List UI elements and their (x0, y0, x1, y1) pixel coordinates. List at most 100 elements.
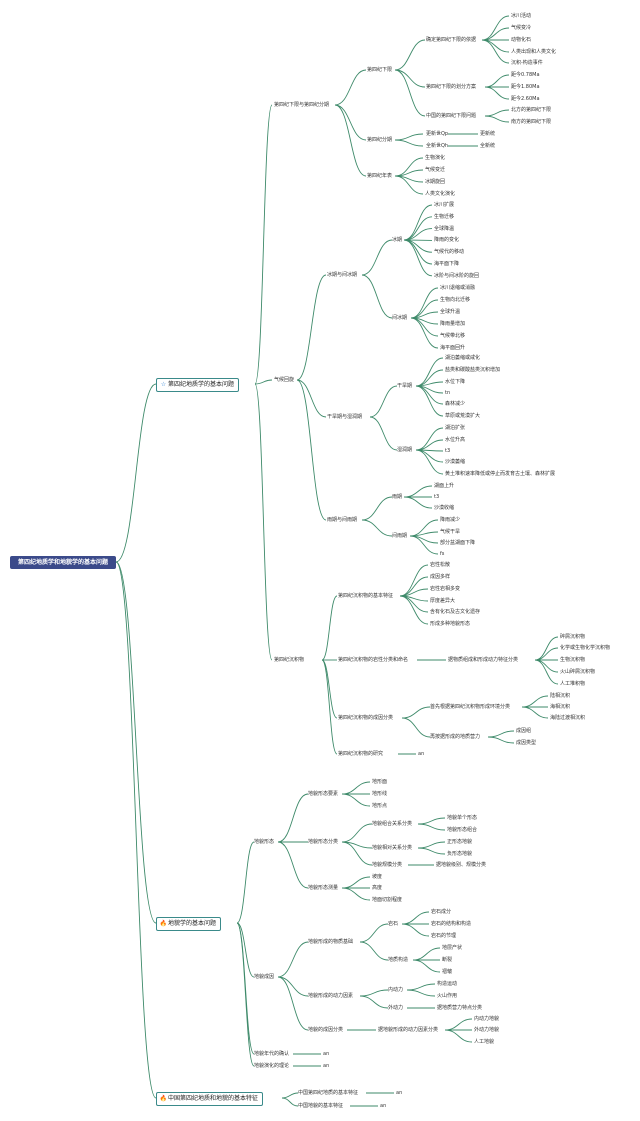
node-quaternary-sediments[interactable]: 第四纪沉积物 (274, 657, 305, 663)
leaf-sediment-feature[interactable]: 岩性岩相多变 (430, 586, 461, 592)
leaf-arid[interactable]: 湖泊萎缩或咸化 (445, 355, 481, 361)
node-morph-measure[interactable]: 地貌形态测量 (308, 885, 339, 891)
leaf-basis[interactable]: 气候变冷 (511, 25, 532, 31)
leaf-combo[interactable]: 地貌形态组合 (447, 827, 478, 833)
leaf-measure[interactable]: 坡度 (372, 874, 383, 880)
leaf-lithology[interactable]: 化学或生物化学沉积物 (560, 645, 611, 651)
node-lower-limit[interactable]: 第四纪下限 (367, 67, 393, 73)
leaf-humid[interactable]: t3 (445, 448, 451, 454)
node-dynamic-factors[interactable]: 地貌形成的动力因素 (308, 993, 354, 999)
leaf-sediment-feature[interactable]: 含有化石及古文化遗存 (430, 609, 481, 615)
leaf-arid[interactable]: tn (445, 390, 451, 396)
leaf-interrain[interactable]: fs (440, 551, 445, 557)
node-collapsed[interactable]: an (323, 1063, 330, 1069)
leaf-glacial[interactable]: 冰川扩展 (434, 202, 455, 208)
leaf-glacial[interactable]: 降雨的变化 (434, 237, 460, 244)
node-lower-limit-staging[interactable]: 第四纪下限与第四纪分期 (274, 102, 330, 108)
node-class-basis[interactable]: 据物质组成和形成动力特征分类 (448, 657, 519, 663)
leaf-scale[interactable]: 据地貌级别、规模分类 (436, 862, 487, 868)
leaf-arid[interactable]: 森林减少 (445, 401, 466, 407)
leaf-interrain[interactable]: 气候干旱 (440, 529, 461, 535)
leaf-china[interactable]: 北方的第四纪下限 (511, 107, 552, 113)
leaf-chron[interactable]: 气候变迁 (425, 167, 446, 173)
leaf-chron[interactable]: 人类文化演化 (425, 191, 456, 197)
leaf-interglacial[interactable]: 全球升温 (440, 309, 461, 315)
node-collapsed[interactable]: an (380, 1103, 387, 1109)
node-internal-force[interactable]: 内动力 (388, 987, 404, 993)
leaf-scheme[interactable]: 距今1.80Ma (511, 84, 540, 90)
node-interrain[interactable]: 间雨期 (392, 533, 408, 539)
leaf-rock[interactable]: 岩石的节理 (431, 933, 457, 939)
leaf-basis[interactable]: 沉积-构造事件 (511, 60, 543, 66)
leaf-series[interactable]: 更新统 (480, 131, 496, 137)
node-landform-genesis[interactable]: 地貌成因 (254, 974, 275, 980)
leaf-env[interactable]: 海陆过渡相沉积 (550, 715, 586, 721)
leaf-glacial[interactable]: 全球降温 (434, 225, 455, 232)
node-material-basis[interactable]: 地貌形成的物质基础 (308, 939, 354, 945)
leaf-measure[interactable]: 地面切割程度 (372, 897, 403, 903)
node-rainy[interactable]: 雨期 (392, 494, 403, 500)
leaf-agent[interactable]: 成因组 (516, 728, 532, 734)
node-landform-evolution[interactable]: 地貌演化的理论 (254, 1063, 290, 1069)
node-external-force[interactable]: 外动力 (388, 1005, 404, 1011)
node-climate-cycle[interactable]: 气候回旋 (274, 377, 295, 383)
leaf-humid[interactable]: 湖泊扩张 (445, 425, 466, 431)
branch-geomorphology[interactable]: 🔥地貌学的基本问题 (156, 917, 222, 931)
leaf-scheme[interactable]: 距今0.78Ma (511, 72, 540, 78)
node-humid[interactable]: 湿润期 (397, 447, 413, 453)
node-china-quaternary[interactable]: 中国第四纪地质的基本特征 (298, 1090, 359, 1096)
leaf-env[interactable]: 海相沉积 (550, 704, 571, 710)
leaf-genesis-type[interactable]: 内动力地貌 (474, 1016, 500, 1022)
leaf-combo[interactable]: 地貌单个形态 (447, 815, 478, 821)
node-agent-class[interactable]: 再按据形成的地质营力 (430, 734, 481, 740)
leaf-structure[interactable]: 褶皱 (442, 969, 453, 975)
leaf-morph-element[interactable]: 地形面 (372, 779, 388, 785)
branch-china-features[interactable]: 🔥中国第四纪地质和地貌的基本特征 (156, 1092, 264, 1106)
leaf-arid[interactable]: 草原或荒漠扩大 (445, 413, 481, 419)
leaf-measure[interactable]: 高度 (372, 885, 383, 891)
leaf-rock[interactable]: 岩石成分 (431, 909, 452, 915)
leaf-basis[interactable]: 动物化石 (511, 37, 532, 43)
leaf-series[interactable]: 全新统 (480, 143, 496, 149)
node-sediment-research[interactable]: 第四纪沉积物的研究 (338, 751, 384, 757)
leaf-arid[interactable]: 水位下降 (445, 379, 466, 385)
node-arid[interactable]: 干旱期 (397, 383, 413, 389)
leaf-sediment-feature[interactable]: 岩性松散 (430, 562, 451, 568)
node-schemes[interactable]: 第四纪下限的划分方案 (426, 84, 477, 90)
leaf-interrain[interactable]: 降雨减少 (440, 517, 461, 523)
node-morph-elements[interactable]: 地貌形态要素 (308, 791, 339, 797)
node-dry-humid[interactable]: 干旱期与湿润期 (327, 414, 363, 420)
leaf-structure[interactable]: 地层产状 (442, 945, 463, 951)
leaf-genesis-type[interactable]: 外动力地貌 (474, 1027, 500, 1033)
leaf-relative[interactable]: 负形态地貌 (447, 851, 473, 857)
node-collapsed[interactable]: an (396, 1090, 403, 1096)
leaf-interglacial[interactable]: 气候带北移 (440, 333, 466, 339)
leaf-glacial[interactable]: 生物迁移 (434, 213, 455, 220)
leaf-humid[interactable]: 沙漠萎缩 (445, 459, 466, 465)
node-genesis-class[interactable]: 地貌的成因分类 (308, 1027, 344, 1033)
leaf-interglacial[interactable]: 海平面回升 (440, 345, 466, 351)
branch-quaternary-geology[interactable]: ☆第四纪地质学的基本问题 (156, 378, 240, 392)
leaf-rainy[interactable]: 沙漠收缩 (434, 505, 455, 511)
leaf-chron[interactable]: 冰期旋回 (425, 179, 446, 185)
node-collapsed[interactable]: an (323, 1051, 330, 1057)
leaf-china[interactable]: 南方的第四纪下限 (511, 119, 552, 125)
node-combo-class[interactable]: 地貌组合关系分类 (372, 821, 413, 827)
leaf-scheme[interactable]: 距今2.60Ma (511, 96, 540, 102)
node-china-landform[interactable]: 中国地貌的基本特征 (298, 1103, 344, 1109)
leaf-humid[interactable]: 黄土堆积速率降低或停止而发育古土壤、森林扩展 (445, 471, 556, 477)
leaf-glacial[interactable]: 海平面下降 (434, 261, 460, 267)
leaf-basis[interactable]: 人类出现和人类文化 (511, 49, 557, 55)
node-china-lower-limit[interactable]: 中国的第四纪下限问题 (426, 113, 477, 119)
node-staging[interactable]: 第四纪分期 (367, 137, 393, 143)
leaf-external[interactable]: 据地质营力特点分类 (437, 1005, 483, 1011)
leaf-humid[interactable]: 水位升高 (445, 437, 466, 443)
leaf-glacial[interactable]: 气候代的移动 (434, 249, 465, 256)
leaf-glacial[interactable]: 冰阶与间冰阶的旋回 (434, 272, 480, 279)
node-env-class[interactable]: 首先根据第四纪沉积物形成环境分类 (430, 704, 511, 710)
root-node[interactable]: 第四纪地质学和地貌学的基本问题 (10, 556, 116, 569)
node-pluvial[interactable]: 雨期与间雨期 (327, 517, 358, 523)
node-interglacial[interactable]: 间冰期 (392, 315, 408, 321)
node-collapsed[interactable]: an (418, 751, 425, 757)
node-morph-classify[interactable]: 地貌形态分类 (308, 839, 339, 845)
